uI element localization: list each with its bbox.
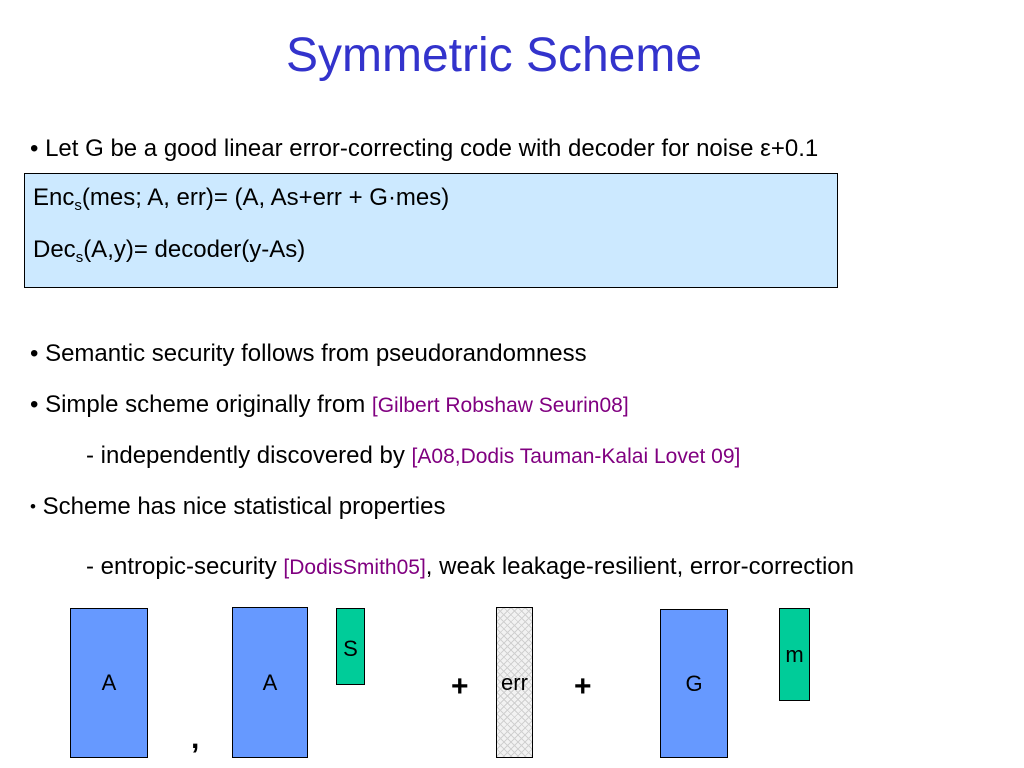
matrix-a-product-label: A — [262, 669, 278, 695]
plus-sign-2: + — [574, 670, 592, 703]
message-m-block: m — [779, 608, 810, 701]
sub-bullet-properties: - entropic-security [DodisSmith05], weak… — [86, 553, 854, 581]
matrix-a-block: A — [70, 608, 148, 758]
sub-bullet-properties-text: - entropic-security — [86, 553, 284, 580]
matrix-g-label: G — [685, 670, 703, 696]
citation-gilbert: [Gilbert Robshaw Seurin08] — [371, 394, 629, 417]
dec-definition: Decs(A,y)= decoder(y-As) — [33, 236, 305, 266]
dec-formula: (A,y)= decoder(y-As) — [83, 236, 306, 263]
error-block: err — [496, 607, 533, 758]
matrix-g-block: G — [660, 609, 728, 758]
bullet-statistical-text: Scheme has nice statistical properties — [42, 493, 446, 520]
message-m-label: m — [785, 641, 804, 667]
scheme-definition-box: Encs(mes; A, err)= (A, As+err + G·mes) D… — [24, 173, 838, 288]
epsilon-symbol: ε — [760, 135, 771, 162]
enc-formula: (mes; A, err)= (A, As+err + G·mes) — [81, 184, 450, 211]
secret-s-block: S — [336, 608, 365, 685]
sub-bullet-discovered: - independently discovered by [A08,Dodis… — [86, 442, 740, 470]
bullet-code-text: • Let G be a good linear error-correctin… — [30, 135, 761, 162]
enc-name: Enc — [33, 184, 75, 211]
sub-bullet-properties-rest: , weak leakage-resilient, error-correcti… — [425, 553, 854, 580]
matrix-a-product-block: A — [232, 607, 308, 758]
comma-symbol: , — [191, 722, 200, 755]
bullet-dot: • — [30, 497, 36, 516]
sub-bullet-discovered-text: - independently discovered by — [86, 442, 412, 469]
bullet-code-suffix: +0.1 — [770, 135, 819, 162]
bullet-code: • Let G be a good linear error-correctin… — [30, 135, 818, 163]
citation-dodis: [A08,Dodis Tauman-Kalai Lovet 09] — [411, 445, 741, 468]
enc-subscript: s — [74, 197, 82, 214]
bullet-origin: • Simple scheme originally from [Gilbert… — [30, 391, 629, 419]
page-title: Symmetric Scheme — [285, 29, 703, 82]
bullet-origin-text: • Simple scheme originally from — [30, 391, 372, 418]
plus-sign-1: + — [451, 670, 469, 703]
error-label: err — [501, 669, 528, 695]
secret-s-label: S — [343, 636, 358, 661]
bullet-statistical: • Scheme has nice statistical properties — [30, 493, 445, 521]
enc-definition: Encs(mes; A, err)= (A, As+err + G·mes) — [33, 184, 449, 214]
citation-dodissmith: [DodisSmith05] — [283, 556, 426, 579]
matrix-a-label: A — [101, 670, 117, 695]
dec-name: Dec — [33, 236, 76, 263]
bullet-semantic-security: • Semantic security follows from pseudor… — [30, 340, 587, 367]
dec-subscript: s — [75, 249, 84, 266]
